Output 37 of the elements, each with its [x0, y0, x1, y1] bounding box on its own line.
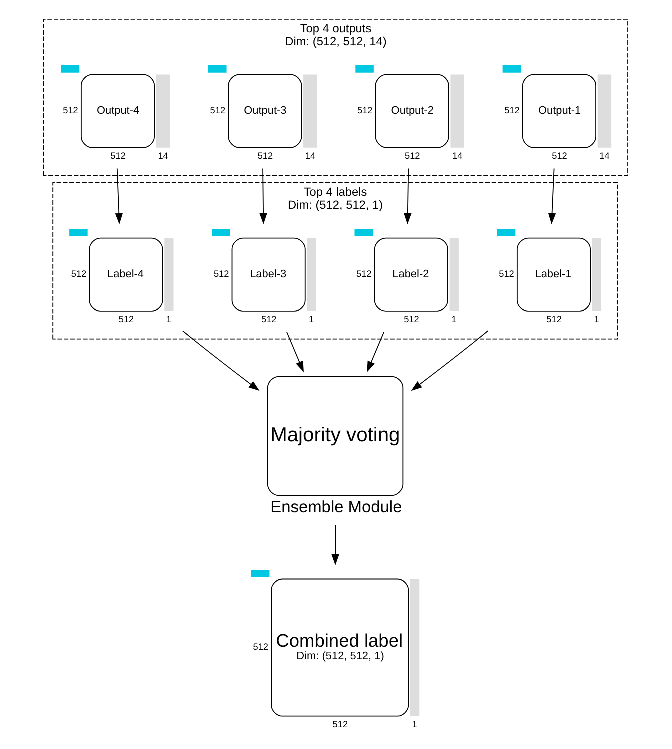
node-label: 512: [546, 314, 562, 324]
node-label: 512: [210, 106, 226, 116]
node-label: 512: [262, 314, 277, 324]
node-label: 14: [452, 150, 463, 161]
node-label: 512: [499, 269, 514, 280]
arrow: [260, 168, 268, 224]
node-label: 14: [158, 150, 168, 161]
node-label: 14: [305, 150, 316, 161]
node-label: 512: [357, 106, 373, 116]
node-label: 512: [118, 314, 134, 324]
node-label: 1: [594, 314, 600, 324]
arrow: [411, 330, 489, 392]
node-label: 512: [214, 269, 230, 280]
node-label: 14: [600, 150, 610, 161]
node-label: 1: [309, 314, 314, 324]
arrow: [182, 330, 260, 392]
node-label: 512: [63, 106, 78, 116]
node-label: 512: [356, 269, 372, 280]
node-label: 1: [412, 719, 418, 730]
node-label: 512: [504, 106, 520, 116]
node-label: 512: [552, 150, 568, 161]
node-label: Ensemble Module: [270, 498, 402, 516]
node-label: 512: [258, 150, 274, 161]
arrow: [332, 524, 340, 566]
arrow: [404, 168, 412, 224]
node-label: 512: [71, 269, 87, 280]
arrow: [286, 332, 304, 372]
node-label: 512: [253, 642, 269, 652]
node-label: 512: [405, 150, 420, 161]
node-label: 1: [452, 314, 457, 324]
node-label: 1: [166, 314, 172, 324]
arrow: [548, 168, 556, 224]
arrow: [115, 168, 123, 224]
node-label: 512: [404, 314, 420, 324]
arrow: [367, 332, 385, 372]
node-label: 512: [332, 719, 348, 730]
node-label: 512: [110, 150, 126, 161]
